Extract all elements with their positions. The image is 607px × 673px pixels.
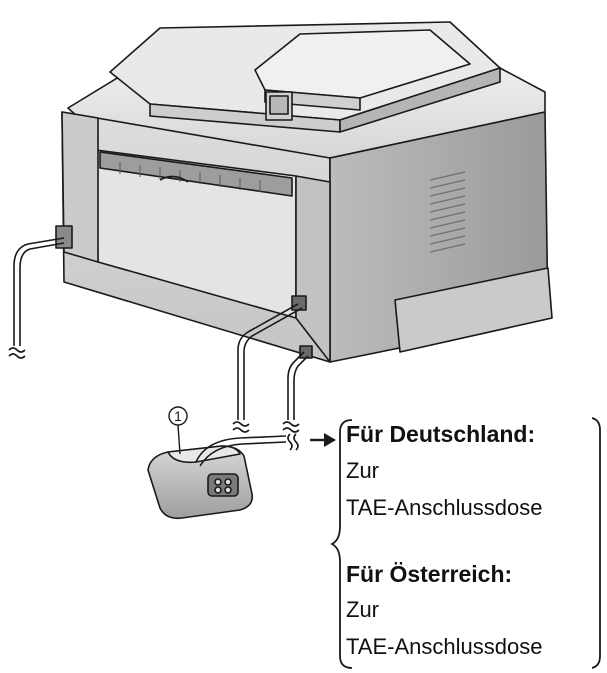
svg-text:1: 1 <box>174 408 182 424</box>
arrow-icon <box>310 433 336 447</box>
bracket-right <box>591 417 601 669</box>
fax-machine-rear-view <box>55 21 553 363</box>
callout-1: 1 <box>168 406 188 455</box>
austria-line-2: TAE-Anschlussdose <box>346 634 543 659</box>
germany-line-1: Zur <box>346 458 379 483</box>
telephone-cable-2 <box>282 351 309 433</box>
germany-heading: Für Deutschland: <box>346 421 536 447</box>
bracket-left <box>329 419 353 669</box>
germany-line-2: TAE-Anschlussdose <box>346 495 543 520</box>
device-cable <box>195 433 299 467</box>
tae-splitter-device <box>147 445 254 520</box>
power-cable <box>8 237 65 359</box>
telephone-cable-1 <box>232 303 303 433</box>
austria-heading: Für Österreich: <box>346 561 513 587</box>
austria-line-1: Zur <box>346 597 379 622</box>
